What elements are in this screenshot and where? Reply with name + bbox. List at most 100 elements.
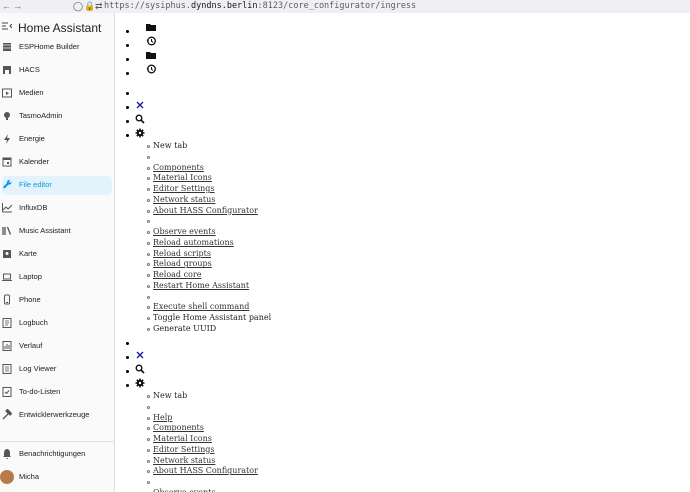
menu-item-components[interactable]: Components (153, 162, 204, 172)
menu-item-new-tab[interactable]: New tab (153, 391, 188, 400)
menu-item-network-status[interactable]: Network status (153, 455, 216, 465)
menu-item-about-hass-configurator[interactable]: About HASS Configurator (153, 205, 258, 215)
menu-item-observe-events[interactable]: Observe events (153, 488, 216, 492)
sidebar-item-entwicklerwerkzeuge[interactable]: Entwicklerwerkzeuge (2, 406, 112, 425)
media-icon (2, 88, 12, 98)
search-icon[interactable] (135, 364, 145, 374)
menu-item-reload-automations[interactable]: Reload automations (153, 237, 234, 247)
submenu-bullet (147, 188, 150, 191)
sidebar-header: Home Assistant (0, 13, 114, 40)
sidebar-item-file-editor[interactable]: File editor (2, 176, 112, 195)
list-bullet (126, 356, 129, 359)
sidebar-item-label: Benachrichtigungen (19, 449, 86, 458)
sidebar-item-to-do-listen[interactable]: To-do-Listen (2, 383, 112, 402)
sidebar-item-user[interactable]: Micha (0, 468, 112, 487)
submenu-bullet (147, 177, 150, 181)
tracking-shield-icon[interactable]: ◯ (73, 1, 84, 11)
chart-icon (2, 203, 12, 213)
menu-item-editor-settings[interactable]: Editor Settings (153, 444, 215, 454)
lock-icon[interactable]: 🔒 (84, 1, 96, 11)
sidebar-item-label: Phone (19, 295, 41, 304)
sidebar-item-kalender[interactable]: Kalender (2, 153, 112, 172)
menu-divider (147, 405, 150, 409)
sidebar-item-verlauf[interactable]: Verlauf (2, 337, 112, 356)
gear-icon[interactable] (135, 128, 145, 138)
menu-item-editor-settings[interactable]: Editor Settings (153, 184, 215, 193)
folder-icon[interactable] (146, 22, 156, 32)
sidebar-item-label: Logbuch (19, 318, 48, 327)
back-icon[interactable]: ← (2, 1, 11, 11)
list-bullet (126, 134, 129, 137)
sidebar-item-label: Laptop (19, 272, 42, 281)
submenu-bullet (147, 306, 150, 310)
lightning-icon (4, 134, 10, 144)
submenu-bullet (147, 327, 150, 331)
history-icon[interactable] (146, 36, 156, 46)
browser-url-bar: ← → ◯ 🔒 ⇄ https://sysiphus.dyndns.berlin… (0, 0, 690, 13)
sidebar-item-phone[interactable]: Phone (2, 291, 112, 310)
list-bullet (126, 106, 129, 109)
forward-icon[interactable]: → (13, 1, 22, 11)
submenu-bullet (147, 448, 150, 452)
submenu-bullet (147, 438, 150, 441)
search-icon[interactable] (135, 114, 145, 124)
list-bullet (126, 384, 129, 387)
sidebar-item-karte[interactable]: Karte (2, 245, 112, 264)
folder-icon[interactable] (146, 50, 156, 60)
wrench-icon (3, 179, 12, 189)
sidebar-item-energie[interactable]: Energie (2, 130, 112, 149)
history-chart-icon (2, 341, 12, 351)
sidebar-item-esphome-builder[interactable]: ESPHome Builder (2, 38, 112, 57)
url-domain: dyndns.berlin (191, 1, 258, 11)
close-icon[interactable] (135, 100, 145, 110)
sidebar-item-label: HACS (19, 65, 40, 74)
menu-item-toggle-home-assistant-panel[interactable]: Toggle Home Assistant panel (153, 313, 272, 322)
sidebar-item-label: To-do-Listen (19, 387, 61, 396)
menu-item-observe-events[interactable]: Observe events (153, 227, 216, 236)
gear-icon[interactable] (135, 378, 145, 388)
menu-item-execute-shell-command[interactable]: Execute shell command (153, 302, 250, 312)
menu-item-reload-core[interactable]: Reload core (153, 270, 202, 279)
sidebar-item-logbuch[interactable]: Logbuch (2, 314, 112, 333)
sidebar-item-label: InfluxDB (19, 203, 48, 212)
sidebar-item-label: Kalender (19, 157, 50, 166)
sidebar-item-laptop[interactable]: Laptop (2, 268, 112, 287)
submenu-bullet (147, 470, 150, 474)
menu-item-about-hass-configurator[interactable]: About HASS Configurator (153, 466, 258, 476)
bell-icon (3, 449, 11, 459)
menu-item-network-status[interactable]: Network status (153, 194, 216, 204)
list-icon (2, 318, 12, 328)
sidebar-item-notifications[interactable]: Benachrichtigungen (2, 445, 112, 464)
sidebar-item-log-viewer[interactable]: Log Viewer (2, 360, 112, 379)
list-bullet (126, 342, 129, 345)
sidebar-item-influxdb[interactable]: InfluxDB (2, 199, 112, 218)
menu-item-material-icons[interactable]: Material Icons (153, 434, 212, 443)
menu-item-components[interactable]: Components (153, 423, 204, 433)
laptop-icon (2, 273, 12, 281)
sidebar-item-hacs[interactable]: HACS (2, 61, 112, 80)
sidebar-item-music-assistant[interactable]: Music Assistant (2, 222, 112, 241)
menu-item-help[interactable]: Help (153, 412, 173, 422)
history-icon[interactable] (146, 64, 156, 74)
submenu-bullet (147, 209, 150, 213)
menu-item-reload-groups[interactable]: Reload groups (153, 259, 212, 269)
phone-icon (4, 294, 10, 305)
submenu-bullet (147, 274, 150, 277)
sidebar-item-tasmoadmin[interactable]: TasmoAdmin (2, 107, 112, 126)
menu-item-material-icons[interactable]: Material Icons (153, 173, 212, 183)
menu-divider (147, 295, 150, 299)
menu-collapse-icon[interactable] (2, 21, 12, 31)
sidebar-item-label: Music Assistant (19, 226, 71, 235)
sidebar-item-label: Entwicklerwerkzeuge (19, 410, 90, 419)
menu-item-reload-scripts[interactable]: Reload scripts (153, 248, 211, 258)
menu-item-new-tab[interactable]: New tab (153, 141, 188, 150)
close-icon[interactable] (135, 350, 145, 360)
list-bullet (126, 58, 129, 61)
sidebar-item-medien[interactable]: Medien (2, 84, 112, 103)
permissions-icon[interactable]: ⇄ (95, 1, 103, 11)
menu-item-generate-uuid[interactable]: Generate UUID (153, 323, 217, 333)
menu-item-restart-home-assistant[interactable]: Restart Home Assistant (153, 280, 250, 290)
url-text[interactable]: https://sysiphus.dyndns.berlin:8123/core… (104, 0, 416, 13)
